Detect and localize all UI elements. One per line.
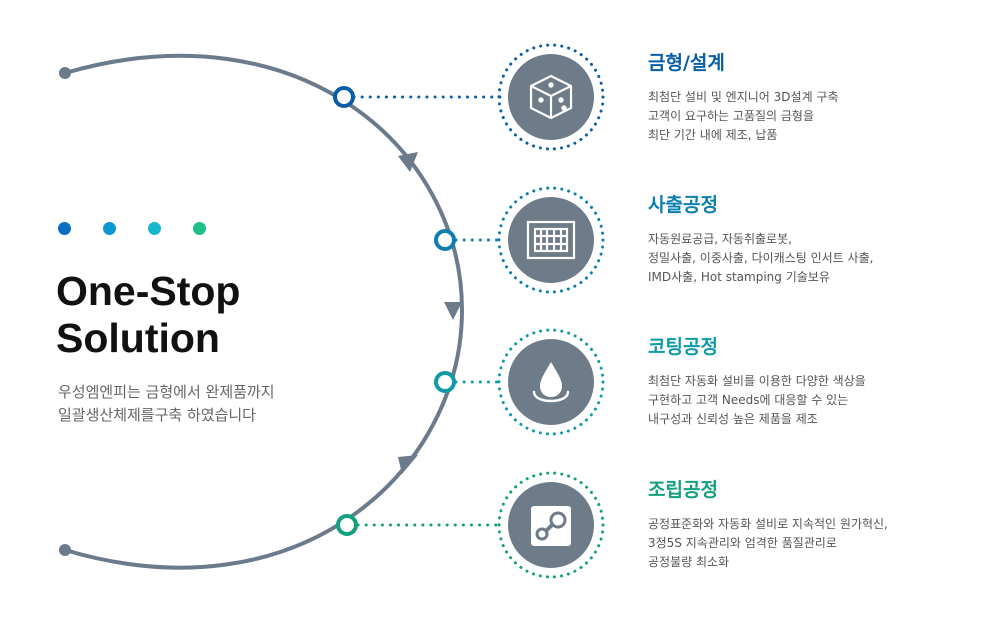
step-description: 공정표준화와 자동화 설비로 지속적인 원가혁신, 3정5S 지속관리와 엄격한… — [648, 515, 968, 572]
step-line: 공정표준화와 자동화 설비로 지속적인 원가혁신, — [648, 517, 888, 531]
step-line: IMD사출, Hot stamping 기술보유 — [648, 270, 830, 284]
cube-icon — [529, 74, 573, 120]
process-arc — [63, 53, 465, 570]
arc-node-2 — [434, 229, 456, 251]
arc-node-3 — [434, 371, 456, 393]
arc-start-dot — [59, 67, 71, 79]
step-line: 정밀사출, 이중사출, 다이캐스팅 인서트 사출, — [648, 251, 874, 265]
step-title: 코팅공정 — [648, 336, 718, 358]
step-title: 사출공정 — [648, 194, 718, 216]
drop-icon — [532, 362, 570, 403]
step-block-4: 조립공정 공정표준화와 자동화 설비로 지속적인 원가혁신, 3정5S 지속관리… — [648, 477, 968, 572]
arc-arrow-3 — [398, 455, 418, 474]
decorative-dots — [58, 222, 218, 238]
step-line: 고객이 요구하는 고품질의 금형을 — [648, 109, 815, 123]
step-line: 최첨단 설비 및 엔지니어 3D설계 구축 — [648, 90, 839, 104]
step-description: 최첨단 설비 및 엔지니어 3D설계 구축 고객이 요구하는 고품질의 금형을 … — [648, 88, 968, 145]
dot-2 — [103, 222, 116, 235]
step-icon-2 — [497, 186, 605, 294]
arc-arrow-1 — [398, 152, 418, 172]
step-line: 3정5S 지속관리와 엄격한 품질관리로 — [648, 536, 837, 550]
dot-4 — [193, 222, 206, 235]
headline-line-1: One-Stop — [56, 268, 241, 314]
arc-node-1 — [333, 86, 355, 108]
assembly-icon — [531, 506, 571, 546]
arc-end-dot — [59, 544, 71, 556]
step-block-1: 금형/설계 최첨단 설비 및 엔지니어 3D설계 구축 고객이 요구하는 고품질… — [648, 50, 968, 145]
desc-line-2: 일괄생산체제를구축 하였습니다 — [58, 406, 256, 424]
step-description: 자동원료공급, 자동취출로봇, 정밀사출, 이중사출, 다이캐스팅 인서트 사출… — [648, 230, 968, 287]
step-line: 구현하고 고객 Needs에 대응할 수 있는 — [648, 393, 849, 407]
step-description: 최첨단 자동화 설비를 이용한 다양한 색상을 구현하고 고객 Needs에 대… — [648, 372, 968, 429]
step-title: 조립공정 — [648, 479, 718, 501]
step-line: 공정불량 최소화 — [648, 555, 730, 569]
step-icon-1 — [497, 43, 605, 151]
headline-description: 우성엠엔피는 금형에서 완제품까지 일괄생산체제를구축 하였습니다 — [58, 381, 378, 427]
step-line: 최첨단 자동화 설비를 이용한 다양한 색상을 — [648, 374, 866, 388]
desc-line-1: 우성엠엔피는 금형에서 완제품까지 — [58, 383, 275, 401]
headline-line-2: Solution — [56, 315, 220, 361]
arc-node-4 — [336, 514, 358, 536]
step-block-3: 코팅공정 최첨단 자동화 설비를 이용한 다양한 색상을 구현하고 고객 Nee… — [648, 334, 968, 429]
step-line: 내구성과 신뢰성 높은 제품을 제조 — [648, 412, 818, 426]
step-line: 자동원료공급, 자동취출로봇, — [648, 232, 792, 246]
step-line: 최단 기간 내에 제조, 납품 — [648, 128, 778, 142]
step-icon-4 — [497, 471, 605, 579]
dot-1 — [58, 222, 71, 235]
step-block-2: 사출공정 자동원료공급, 자동취출로봇, 정밀사출, 이중사출, 다이캐스팅 인… — [648, 192, 968, 287]
dot-3 — [148, 222, 161, 235]
arc-arrow-2 — [444, 302, 462, 320]
step-icon-3 — [497, 328, 605, 436]
step-title: 금형/설계 — [648, 52, 725, 74]
mold-frame-icon — [526, 220, 576, 260]
headline-title: One-Stop Solution — [56, 268, 240, 362]
